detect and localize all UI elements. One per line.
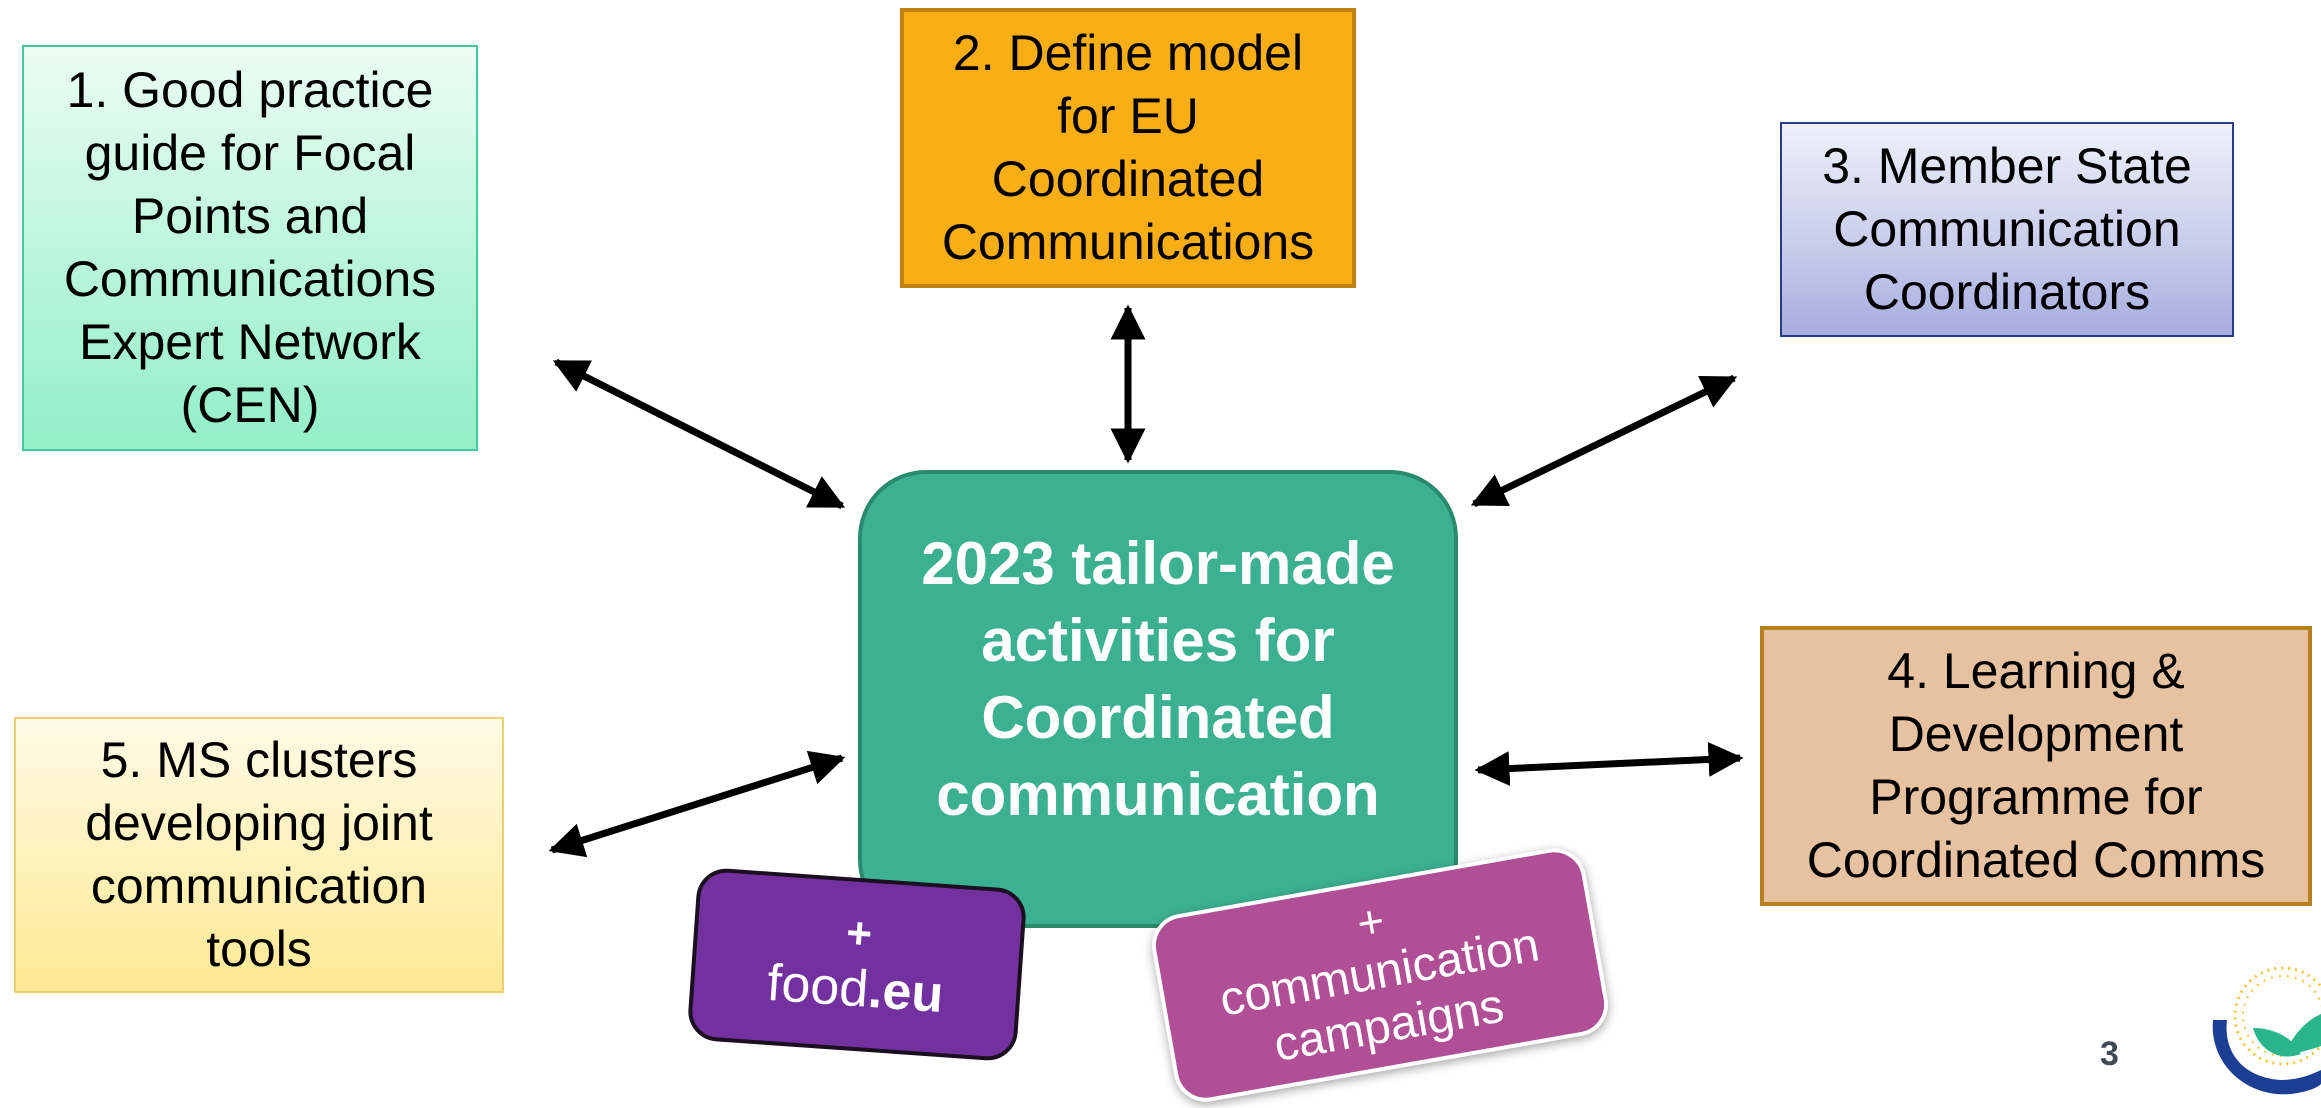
food-eu-tag: + food.eu	[686, 866, 1028, 1063]
good-practice-guide-box: 1. Good practice guide for Focal Points …	[22, 45, 478, 451]
campaigns-tag-plus: +	[1352, 893, 1389, 950]
arrow-box4-center	[1474, 741, 1744, 787]
arrow-box3-center	[1470, 374, 1738, 508]
member-state-coordinators-box: 3. Member State Communication Coordinato…	[1780, 122, 2234, 337]
food-tag-label: food.eu	[765, 951, 945, 1025]
food-tag-domain: .eu	[866, 960, 946, 1024]
learning-development-box: 4. Learning & Development Programme for …	[1760, 626, 2312, 906]
page-number: 3	[2100, 1035, 2119, 1073]
define-model-box: 2. Define model for EU Coordinated Commu…	[900, 8, 1356, 288]
central-activities-box: 2023 tailor-made activities for Coordina…	[858, 470, 1458, 928]
food-tag-plus: +	[844, 907, 874, 959]
arrow-box5-center	[548, 750, 846, 858]
eu-logo-icon	[2212, 966, 2321, 1095]
ms-clusters-box: 5. MS clusters developing joint communic…	[14, 717, 504, 993]
arrow-box1-center	[552, 358, 846, 510]
food-tag-text: food	[765, 953, 871, 1019]
